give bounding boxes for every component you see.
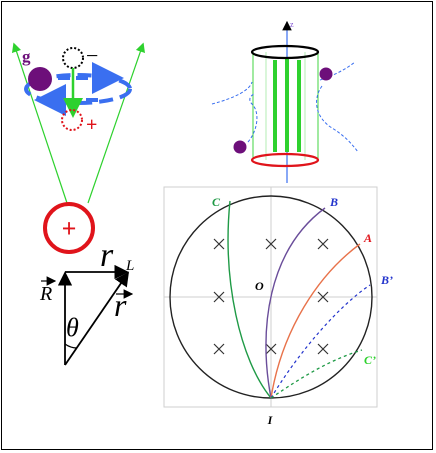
cylinder-top-ellipse (250, 44, 320, 60)
curve-label-a: A (363, 231, 372, 245)
point-i-label: I (267, 413, 274, 427)
vector-R-label: R (39, 283, 52, 305)
negative-sign: − (86, 43, 98, 68)
curve-label-c-prime: C’ (364, 353, 376, 367)
x-mark (317, 291, 329, 303)
particle-right (319, 67, 333, 81)
particle-g (28, 67, 52, 91)
particle-left (233, 140, 247, 154)
vector-rl-label: r (100, 237, 114, 274)
field-into-page-marks (213, 238, 329, 355)
x-mark (265, 238, 277, 250)
particle-g-label: g (22, 47, 31, 66)
path-curve-right-upper (319, 61, 356, 81)
path-curve-right-lower (316, 85, 359, 153)
x-mark (317, 343, 329, 355)
x-mark (213, 343, 225, 355)
cone-line-right (87, 42, 145, 204)
nucleus-sign: + (62, 214, 77, 243)
vector-r-line (64, 271, 130, 366)
vector-rl-sub: L (125, 258, 134, 274)
vector-triangle (57, 264, 130, 366)
curve-a (270, 243, 361, 399)
curve-c-prime (270, 349, 363, 399)
circle-diagram: C B A B’ C’ O I (163, 186, 393, 427)
x-mark (213, 238, 225, 250)
cylinder-bottom-ellipse (250, 152, 320, 168)
positive-sign: + (86, 114, 97, 136)
origin-label: O (255, 279, 264, 293)
x-mark (213, 291, 225, 303)
path-curve-left-lower (247, 93, 258, 143)
cone-diagram (11, 42, 145, 204)
orbit-ellipse (24, 73, 132, 105)
curve-b (265, 207, 326, 399)
nucleus-circle (43, 202, 95, 254)
curve-c (227, 200, 272, 399)
vector-r-label: r (114, 287, 127, 323)
x-mark (265, 343, 277, 355)
x-mark (317, 238, 329, 250)
curve-label-b-prime: B’ (380, 273, 393, 287)
cone-line-left (11, 42, 68, 204)
curve-b-prime (270, 284, 371, 399)
z-axis-label: z (290, 20, 294, 29)
curve-label-c: C (212, 195, 221, 209)
path-curve-left-upper (211, 81, 253, 105)
negative-charge-circle (62, 47, 84, 69)
angle-theta-label: θ (66, 313, 79, 342)
positive-charge-circle (61, 109, 83, 131)
cylinder-diagram: z (211, 20, 359, 183)
angle-arc (64, 343, 78, 349)
curve-label-b: B (329, 195, 338, 209)
